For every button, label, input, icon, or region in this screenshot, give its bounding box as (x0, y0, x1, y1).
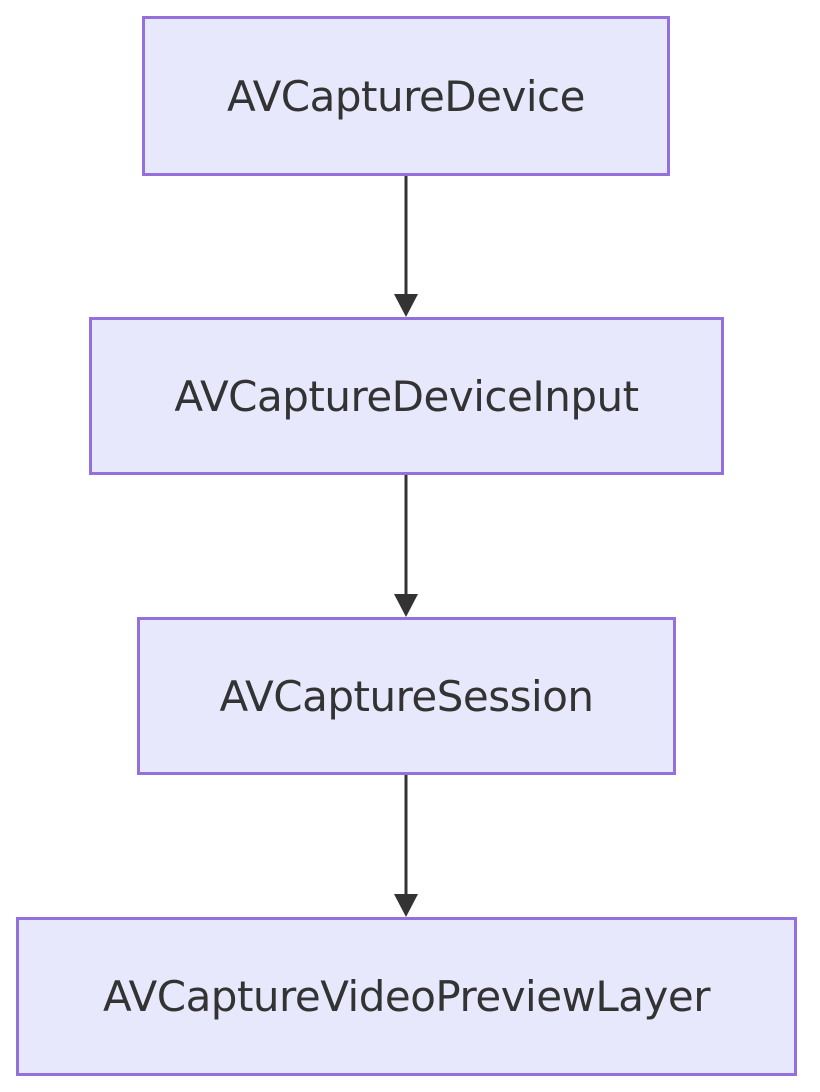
node-avcapturevideopreviewlayer[interactable]: AVCaptureVideoPreviewLayer (16, 917, 797, 1076)
arrowhead-icon (394, 294, 418, 317)
edge-device-to-device-input (394, 176, 418, 317)
node-avcapturedeviceinput[interactable]: AVCaptureDeviceInput (89, 317, 724, 475)
node-label: AVCaptureDeviceInput (174, 371, 639, 421)
edge-session-to-preview-layer (394, 775, 418, 917)
node-label: AVCaptureDevice (227, 71, 585, 121)
node-label: AVCaptureSession (219, 671, 594, 721)
arrowhead-icon (394, 894, 418, 917)
arrowhead-icon (394, 594, 418, 617)
node-avcapturedevice[interactable]: AVCaptureDevice (142, 16, 670, 176)
node-label: AVCaptureVideoPreviewLayer (102, 972, 711, 1021)
node-avcapturesession[interactable]: AVCaptureSession (137, 617, 676, 775)
edge-device-input-to-session (394, 475, 418, 617)
